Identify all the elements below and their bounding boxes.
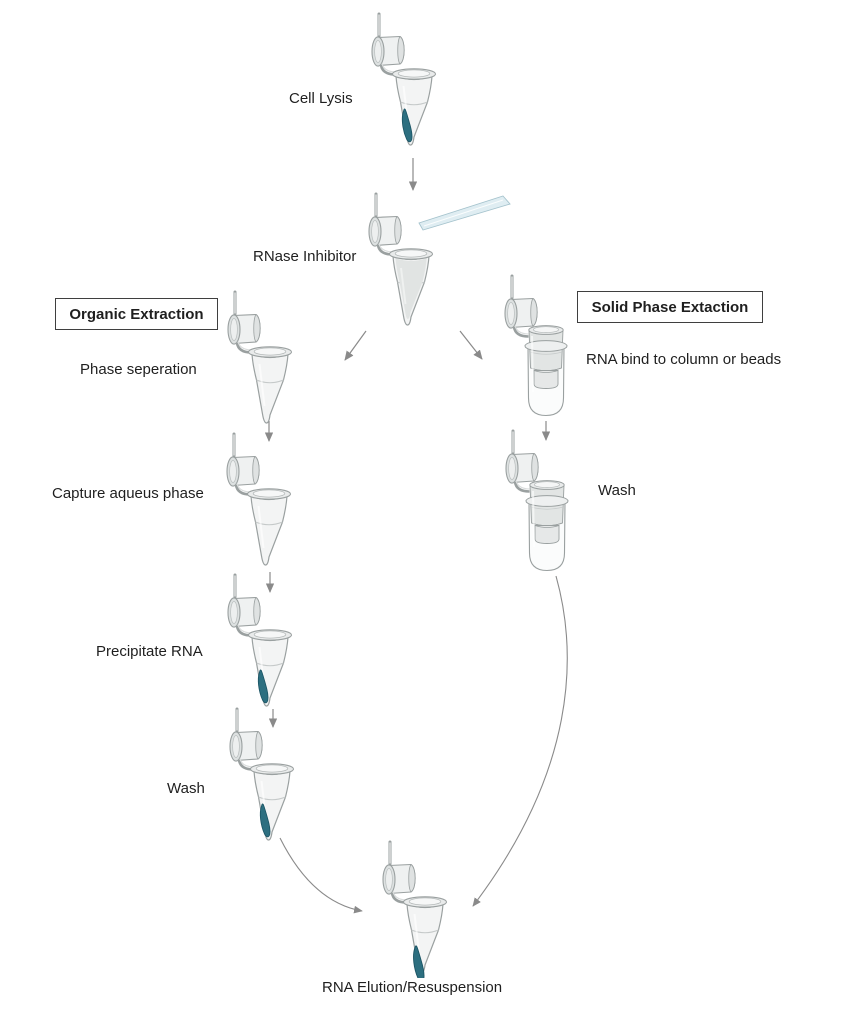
- cell-lysis-label: Cell Lysis: [289, 90, 353, 107]
- phase-separation-label: Phase seperation: [80, 361, 197, 378]
- organic-extraction-box: Organic Extraction: [55, 298, 218, 330]
- solid-phase-extraction-box: Solid Phase Extaction: [577, 291, 763, 323]
- rna-elution-tube-icon: [381, 840, 448, 978]
- rna-bind-label: RNA bind to column or beads: [586, 351, 782, 368]
- phase-separation-tube-icon: [226, 290, 293, 424]
- curve-organic-to-elution: [279, 837, 363, 914]
- organic-wash-label: Wash: [167, 780, 205, 797]
- rnase-inhibitor-label: RNase Inhibitor: [253, 248, 357, 265]
- precipitate-rna-label: Precipitate RNA: [96, 643, 203, 660]
- organic-extraction-label: Organic Extraction: [69, 305, 204, 323]
- rna-elution-label: RNA Elution/Resuspension: [322, 979, 503, 996]
- curve-solid-phase-to-elution: [472, 575, 568, 907]
- solid-phase-wash-spin-column-icon: [504, 429, 569, 572]
- precipitate-rna-tube-icon: [226, 573, 293, 707]
- cell-lysis-tube-icon: [370, 12, 437, 146]
- capture-aqueous-tube-icon: [225, 432, 292, 566]
- arrow-to-solid-phase-branch: [459, 330, 483, 360]
- rnase-inhibitor-tube-icon: [367, 192, 434, 326]
- capture-aqueous-label: Capture aqueus phase: [52, 485, 204, 502]
- arrow-to-organic-branch: [344, 330, 367, 361]
- solid-phase-extraction-label: Solid Phase Extaction: [591, 298, 749, 316]
- rna-bind-spin-column-icon: [503, 274, 568, 417]
- organic-wash-tube-icon: [228, 707, 295, 841]
- solid-phase-wash-label: Wash: [598, 482, 636, 499]
